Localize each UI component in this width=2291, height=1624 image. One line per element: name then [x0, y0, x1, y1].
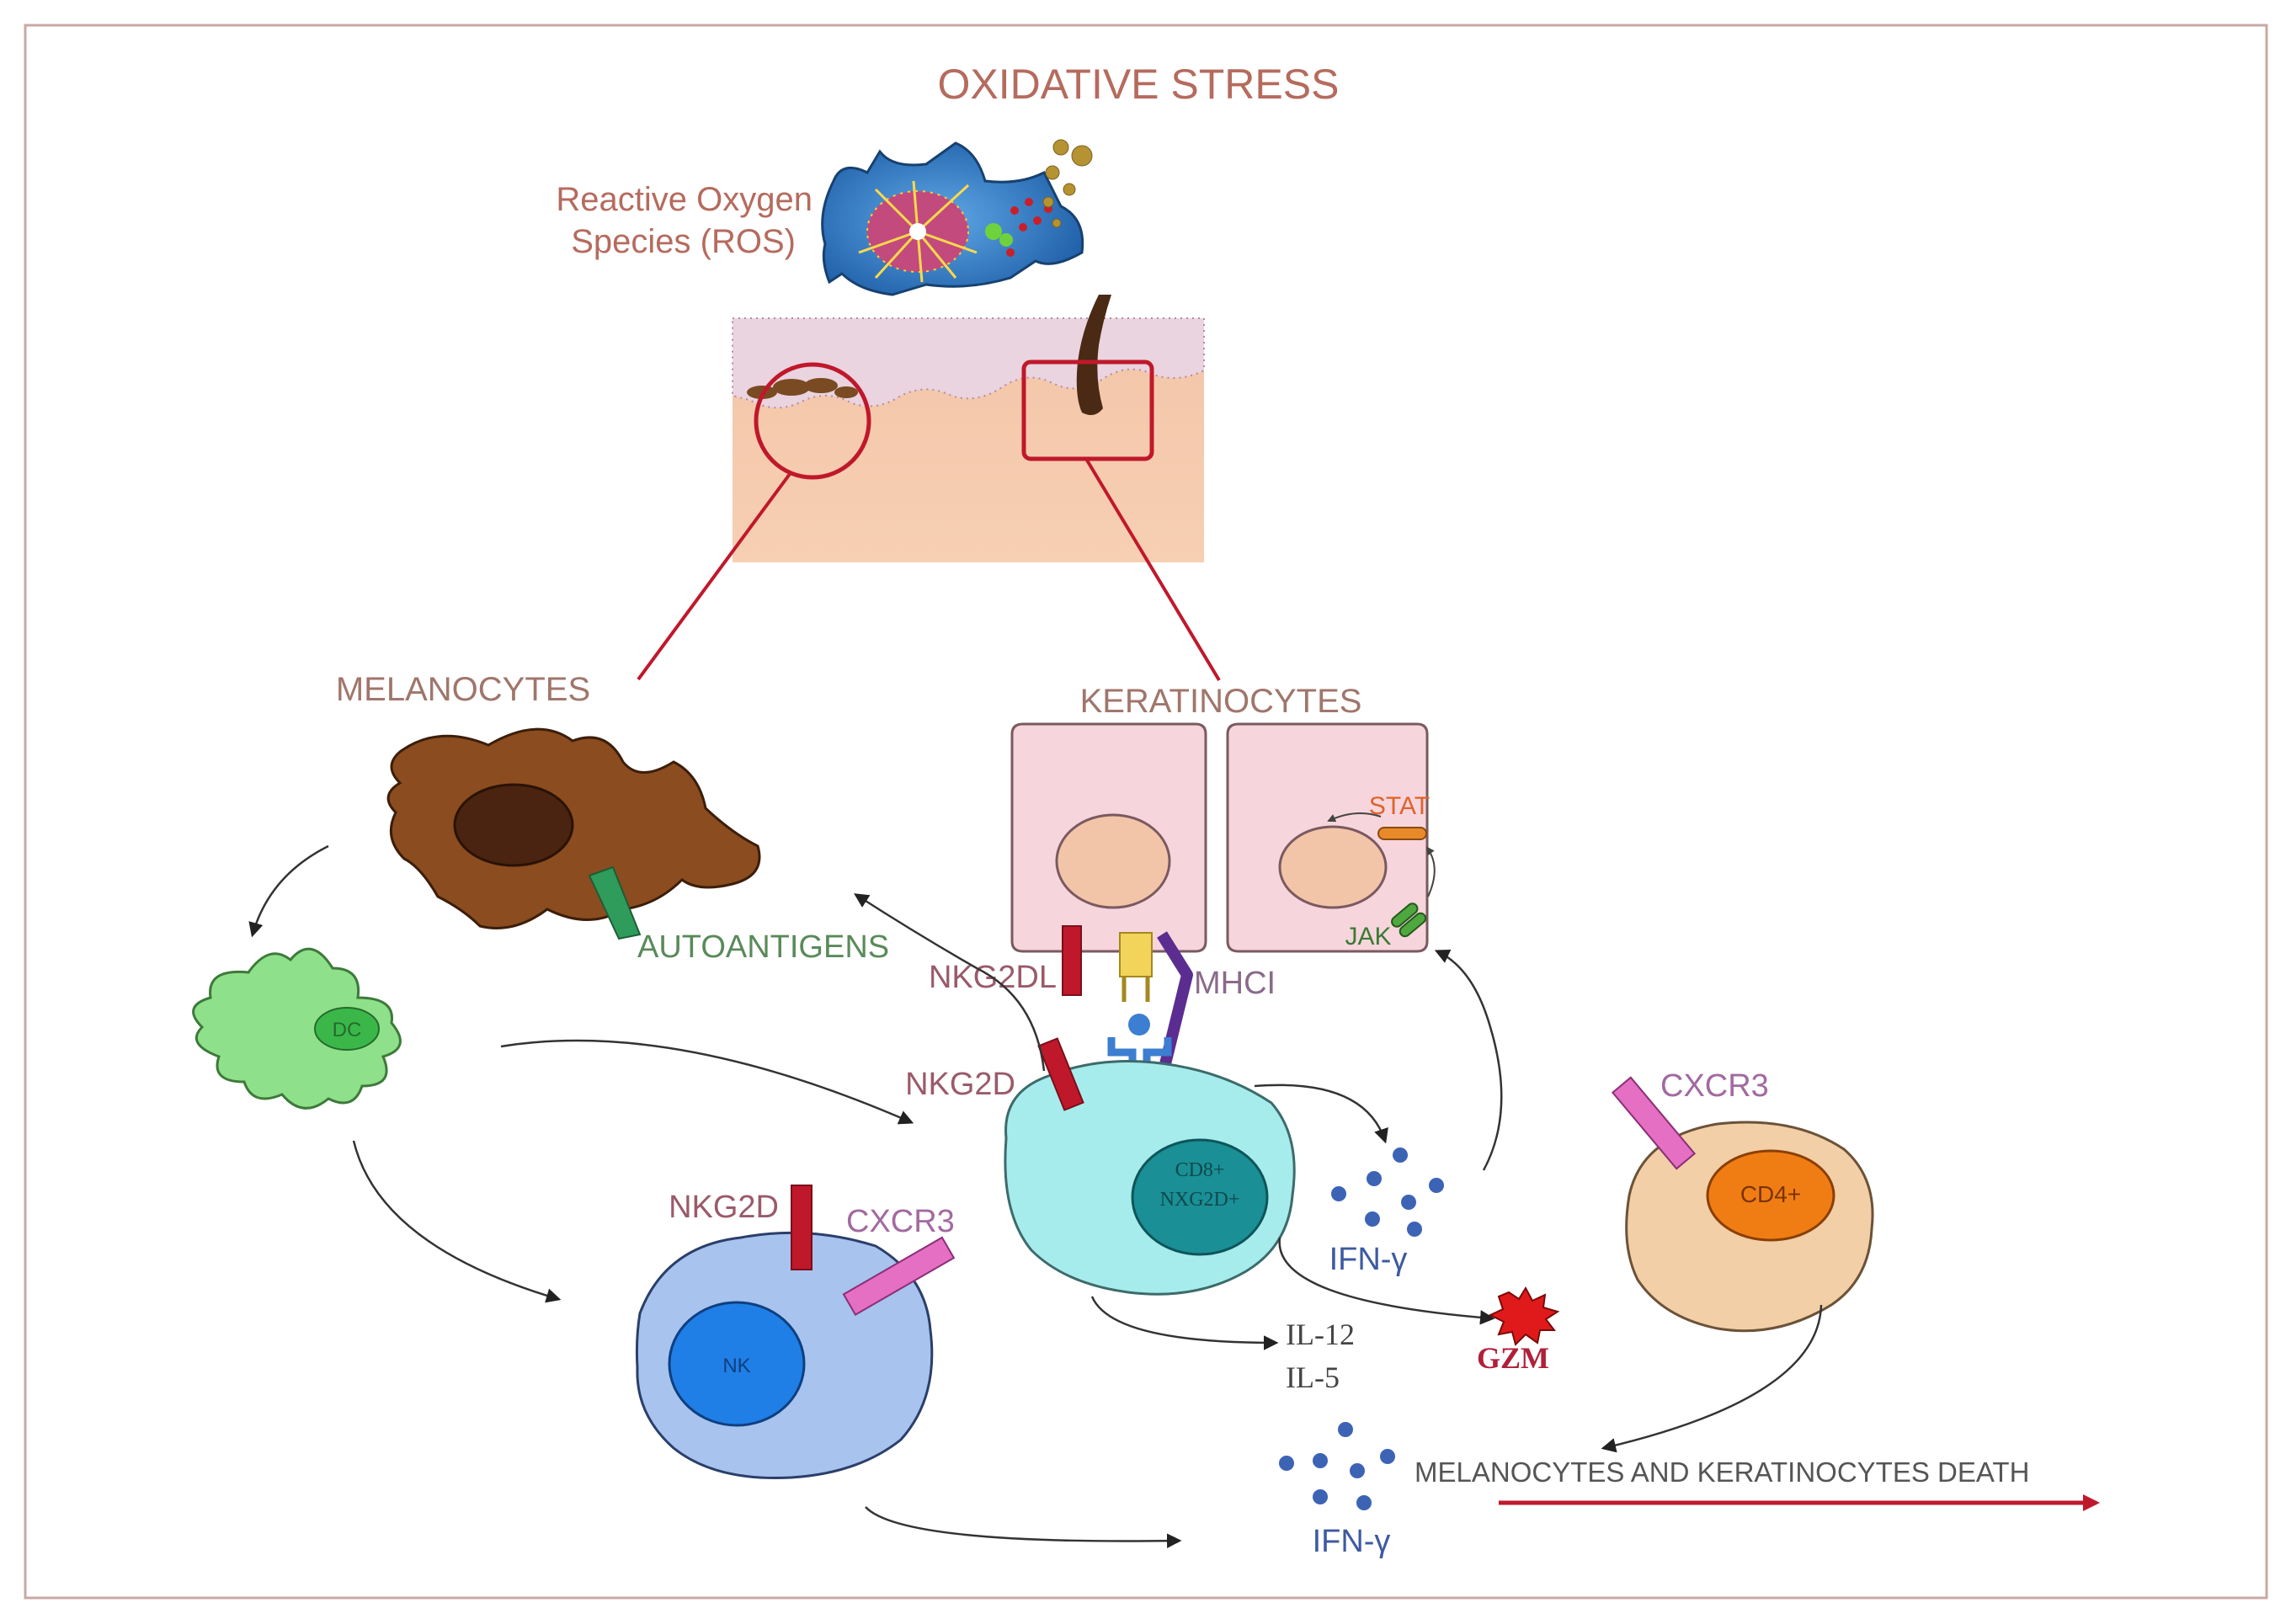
- il12-label: IL-12: [1286, 1318, 1355, 1351]
- cxcr3-label-cd4: CXCR3: [1660, 1068, 1769, 1104]
- melanocyte-cell: [386, 727, 761, 940]
- arrow-dc-to-nk: [352, 1140, 562, 1303]
- arrow-melanocyte-to-dc: [248, 844, 329, 938]
- stat-molecule: [1377, 827, 1427, 840]
- arrow-cd8-to-gzm: [1278, 1237, 1495, 1325]
- ros-label-line1: Reactive Oxygen: [556, 181, 813, 218]
- keratinocyte-cell-right: [1226, 722, 1436, 953]
- skin-section: [637, 295, 1221, 682]
- cxcr3-receptor-nk: [842, 1236, 956, 1316]
- ifn-gamma-label-top: IFN-γ: [1329, 1242, 1408, 1277]
- nkg2d-receptor-cd8: [1037, 1037, 1084, 1111]
- cd8-label-line1: CD8+: [1175, 1159, 1225, 1181]
- cd4-label: CD4+: [1740, 1181, 1801, 1207]
- keratinocytes-label: KERATINOCYTES: [1080, 683, 1362, 720]
- mhci-complex: [1107, 931, 1193, 1099]
- outcome-label: MELANOCYTES AND KERATINOCYTES DEATH: [1415, 1456, 2029, 1488]
- arrow-nk-to-ifn: [865, 1506, 1182, 1548]
- cd8-label-line2: NXG2D+: [1160, 1189, 1240, 1211]
- ros-label-line2: Species (ROS): [571, 223, 796, 260]
- mhci-label: MHCI: [1194, 966, 1276, 1001]
- page-frame: [24, 24, 2268, 1600]
- arrow-dc-to-cd8: [500, 1039, 914, 1125]
- arrow-cd8-to-melanocyte: [854, 893, 1046, 1072]
- nkg2d-label-cd8: NKG2D: [905, 1067, 1015, 1102]
- nkg2d-receptor-nk: [791, 1185, 813, 1270]
- cxcr3-label-nk: CXCR3: [846, 1204, 955, 1239]
- diagram-title: OXIDATIVE STRESS: [938, 61, 1340, 108]
- ifn-gamma-label-bottom: IFN-γ: [1313, 1524, 1391, 1559]
- nk-label: NK: [722, 1355, 750, 1377]
- dc-cell: DC: [192, 947, 402, 1110]
- arrow-cd8-to-il12: [1090, 1296, 1279, 1350]
- dc-label: DC: [333, 1019, 362, 1041]
- ifn-gamma-dots-bottom: [1279, 1422, 1395, 1510]
- ifn-gamma-dots-top: [1331, 1147, 1444, 1237]
- gzm-label: GZM: [1477, 1341, 1549, 1375]
- arrow-ifn-to-keratinocyte: [1434, 949, 1503, 1171]
- jak-label: JAK: [1345, 923, 1391, 950]
- cd8-cell: CD8+ NXG2D+: [1004, 1060, 1296, 1296]
- il5-label: IL-5: [1286, 1360, 1340, 1394]
- nkg2d-label-nk: NKG2D: [669, 1190, 779, 1225]
- ros-cell-illustration: [821, 139, 1093, 296]
- nkg2dl-receptor: [1062, 925, 1082, 996]
- flow-arrows: [248, 844, 1823, 1548]
- gzm-burst-icon: [1488, 1286, 1560, 1346]
- arrow-cd8-to-ifn: [1254, 1084, 1388, 1144]
- keratinocyte-cell-left: [1010, 722, 1207, 953]
- jak-molecule: [1391, 903, 1427, 938]
- arrow-cd4-to-death: [1601, 1304, 1823, 1453]
- stat-label: STAT: [1369, 792, 1430, 820]
- cxcr3-receptor-cd4: [1611, 1076, 1697, 1170]
- melanocytes-label: MELANOCYTES: [336, 671, 590, 708]
- cd4-cell: CD4+: [1625, 1121, 1874, 1333]
- autoantigens-label: AUTOANTIGENS: [637, 929, 889, 965]
